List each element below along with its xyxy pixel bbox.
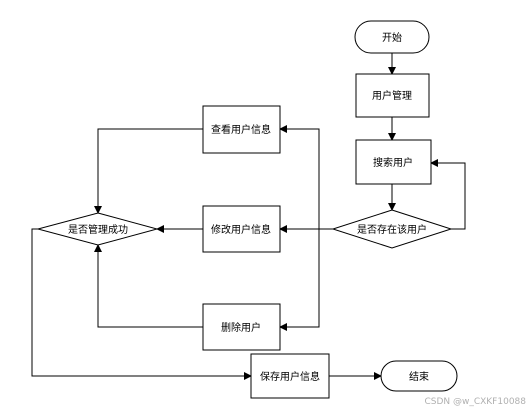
- edge-exists-no-loop: [430, 159, 466, 230]
- start-node: 开始: [354, 20, 430, 54]
- edge-exists-to-delete: [279, 229, 320, 331]
- user-management-label: 用户管理: [372, 89, 412, 102]
- edge-success-to-save: [31, 228, 252, 380]
- edge-delete-to-success: [94, 244, 203, 328]
- delete-user-node: 删除用户: [202, 303, 281, 351]
- save-user-info-node: 保存用户信息: [250, 353, 330, 399]
- connectors: [31, 53, 466, 380]
- view-user-info-label: 查看用户信息: [211, 123, 271, 136]
- management-success-label: 是否管理成功: [68, 223, 128, 236]
- view-user-info-node: 查看用户信息: [202, 105, 281, 154]
- search-user-node: 搜索用户: [355, 139, 432, 185]
- edit-user-info-node: 修改用户信息: [202, 205, 281, 253]
- edit-user-info-label: 修改用户信息: [211, 223, 271, 236]
- save-user-info-label: 保存用户信息: [260, 370, 320, 383]
- user-management-node: 用户管理: [355, 73, 430, 118]
- start-label: 开始: [382, 31, 402, 44]
- edge-exists-to-view: [279, 125, 333, 230]
- end-label: 结束: [409, 370, 429, 383]
- management-success-decision: 是否管理成功: [36, 212, 159, 246]
- search-user-label: 搜索用户: [373, 156, 413, 169]
- end-node: 结束: [380, 360, 458, 392]
- watermark: CSDN @w_CXKF10088: [424, 397, 526, 407]
- user-exists-label: 是否存在该用户: [357, 223, 427, 236]
- delete-user-label: 删除用户: [221, 321, 261, 334]
- edge-view-to-success: [94, 128, 203, 214]
- user-exists-decision: 是否存在该用户: [331, 209, 453, 249]
